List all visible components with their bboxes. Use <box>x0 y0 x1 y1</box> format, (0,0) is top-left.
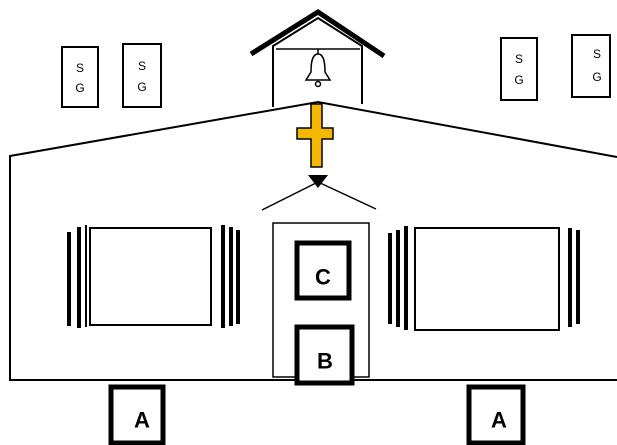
sg-sign-2-line2: G <box>137 80 146 94</box>
box-c: C <box>294 240 352 301</box>
box-c-label: C <box>315 265 331 290</box>
sg-sign-2-line1: S <box>138 59 146 73</box>
bell-icon <box>304 49 332 88</box>
sg-sign-4-line1: S <box>593 47 601 61</box>
left-window-pane <box>89 227 212 326</box>
right-window <box>388 226 580 331</box>
box-a-left: A <box>108 384 166 445</box>
down-arrow-icon <box>308 175 328 188</box>
door-canopy-lines <box>261 181 377 211</box>
box-b: B <box>294 324 355 386</box>
left-window <box>67 225 240 328</box>
right-window-pane <box>414 227 560 331</box>
sg-sign-3-line2: G <box>514 73 523 87</box>
sg-sign-2: S G <box>122 43 162 108</box>
bell-tower-walls <box>272 16 363 107</box>
sg-sign-4-line2: G <box>592 70 601 84</box>
church-building-outline <box>9 100 617 381</box>
box-a-right-label: A <box>491 408 507 433</box>
box-b-label: B <box>317 349 333 374</box>
sg-sign-1: S G <box>61 46 99 108</box>
bell-tower <box>249 9 386 107</box>
bell-tower-roof <box>249 9 386 59</box>
cross-icon <box>296 103 334 168</box>
sg-sign-3: S G <box>500 37 538 101</box>
sg-sign-4: S G <box>571 34 611 98</box>
sg-sign-1-line1: S <box>76 61 84 75</box>
box-a-left-label: A <box>134 408 150 433</box>
box-a-right: A <box>466 384 526 445</box>
sg-sign-1-line2: G <box>75 81 84 95</box>
sg-sign-3-line1: S <box>515 52 523 66</box>
